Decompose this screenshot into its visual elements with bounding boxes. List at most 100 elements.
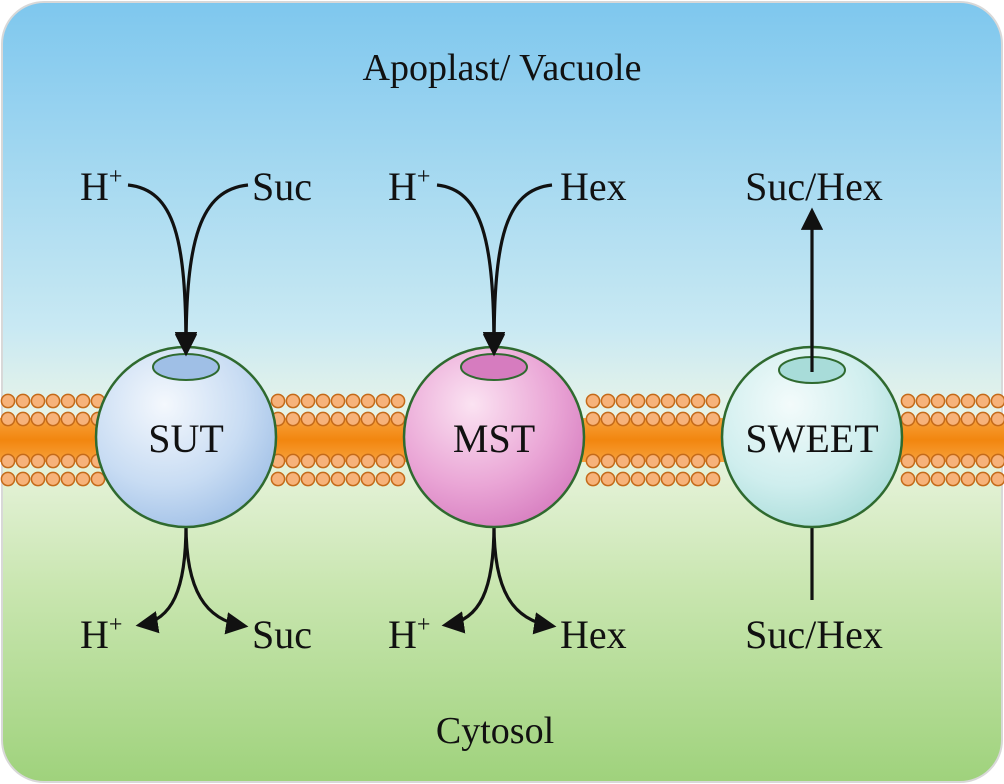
lipid-head	[15, 453, 31, 469]
lipid-head	[630, 453, 646, 469]
lipid-head	[960, 393, 976, 409]
lipid-head	[390, 411, 406, 427]
lipid-head	[900, 471, 916, 487]
lipid-head	[345, 471, 361, 487]
lipid-head	[945, 453, 961, 469]
lipid-head	[990, 471, 1004, 487]
lipid-head	[285, 453, 301, 469]
sweet-top-label: Suc/Hex	[745, 164, 883, 209]
sut-pore	[152, 353, 220, 381]
lipid-head	[945, 471, 961, 487]
lipid-head	[675, 471, 691, 487]
lipid-head	[675, 393, 691, 409]
lipid-head	[585, 471, 601, 487]
lipid-head	[915, 393, 931, 409]
lipid-head	[690, 471, 706, 487]
lipid-head	[75, 471, 91, 487]
lipid-head	[945, 411, 961, 427]
lipid-head	[90, 471, 106, 487]
lipid-head	[645, 453, 661, 469]
lipid-head	[15, 471, 31, 487]
mst-hexose-out-arrow	[492, 524, 557, 635]
lipid-head	[705, 453, 721, 469]
lipid-head	[330, 393, 346, 409]
lipid-head	[585, 411, 601, 427]
lipid-head	[345, 411, 361, 427]
lipid-head	[285, 393, 301, 409]
lipid-head	[960, 471, 976, 487]
lipid-head	[60, 393, 76, 409]
lipid-head	[45, 471, 61, 487]
lipid-head	[360, 453, 376, 469]
mst-label: MST	[453, 416, 535, 461]
lipid-head	[375, 471, 391, 487]
lipid-head	[930, 471, 946, 487]
lipid-head	[315, 453, 331, 469]
lipid-head	[645, 393, 661, 409]
lipid-head	[330, 471, 346, 487]
mst-pore	[460, 353, 528, 381]
lipid-head	[615, 393, 631, 409]
lipid-head	[705, 393, 721, 409]
lipid-head	[45, 453, 61, 469]
lipid-head	[660, 411, 676, 427]
lipid-head	[270, 393, 286, 409]
lipid-head	[360, 411, 376, 427]
lipid-head	[15, 393, 31, 409]
lipid-head	[375, 411, 391, 427]
sut-bottom-right-label: Suc	[252, 612, 312, 657]
lipid-head	[690, 393, 706, 409]
lipid-head	[390, 393, 406, 409]
lipid-head	[600, 471, 616, 487]
lipid-head	[975, 393, 991, 409]
lipid-head	[30, 471, 46, 487]
mst-transporter: MST	[402, 345, 586, 529]
lipid-head	[270, 471, 286, 487]
lipid-head	[345, 393, 361, 409]
lipid-head	[660, 471, 676, 487]
lipid-head	[300, 471, 316, 487]
lipid-head	[660, 393, 676, 409]
lipid-head	[990, 453, 1004, 469]
lipid-head	[360, 393, 376, 409]
sut-top-right-label: Suc	[252, 164, 312, 209]
lipid-head	[300, 393, 316, 409]
lipid-head	[900, 393, 916, 409]
lipid-head	[45, 393, 61, 409]
lipid-head	[615, 411, 631, 427]
lipid-head	[945, 393, 961, 409]
lipid-head	[990, 393, 1004, 409]
lipid-head	[60, 453, 76, 469]
lipid-head	[975, 411, 991, 427]
sut-transporter: SUT	[94, 345, 278, 529]
lipid-head	[615, 453, 631, 469]
lipid-head	[315, 471, 331, 487]
lipid-head	[15, 411, 31, 427]
lipid-head	[705, 471, 721, 487]
sut-bottom-left-label: H+	[80, 612, 122, 657]
lipid-head	[690, 453, 706, 469]
lipid-head	[930, 411, 946, 427]
sut-top-left-label: H+	[80, 164, 122, 209]
lipid-head	[315, 411, 331, 427]
lipid-head	[975, 453, 991, 469]
lipid-head	[960, 411, 976, 427]
lipid-head	[0, 393, 16, 409]
mst-top-right-label: Hex	[560, 164, 627, 209]
lipid-head	[975, 471, 991, 487]
lipid-head	[60, 471, 76, 487]
lipid-head	[330, 453, 346, 469]
mst-bottom-right-label: Hex	[560, 612, 627, 657]
lipid-head	[675, 411, 691, 427]
lipid-head	[300, 453, 316, 469]
mst-top-left-label: H+	[388, 164, 430, 209]
lipid-head	[585, 393, 601, 409]
lipid-head	[600, 411, 616, 427]
cytosol-label: Cytosol	[436, 710, 554, 752]
lipid-head	[630, 471, 646, 487]
sweet-bottom-label: Suc/Hex	[745, 612, 883, 657]
lipid-head	[645, 471, 661, 487]
apoplast-vacuole-label: Apoplast/ Vacuole	[363, 47, 642, 89]
mst-bottom-left-label: H+	[388, 612, 430, 657]
